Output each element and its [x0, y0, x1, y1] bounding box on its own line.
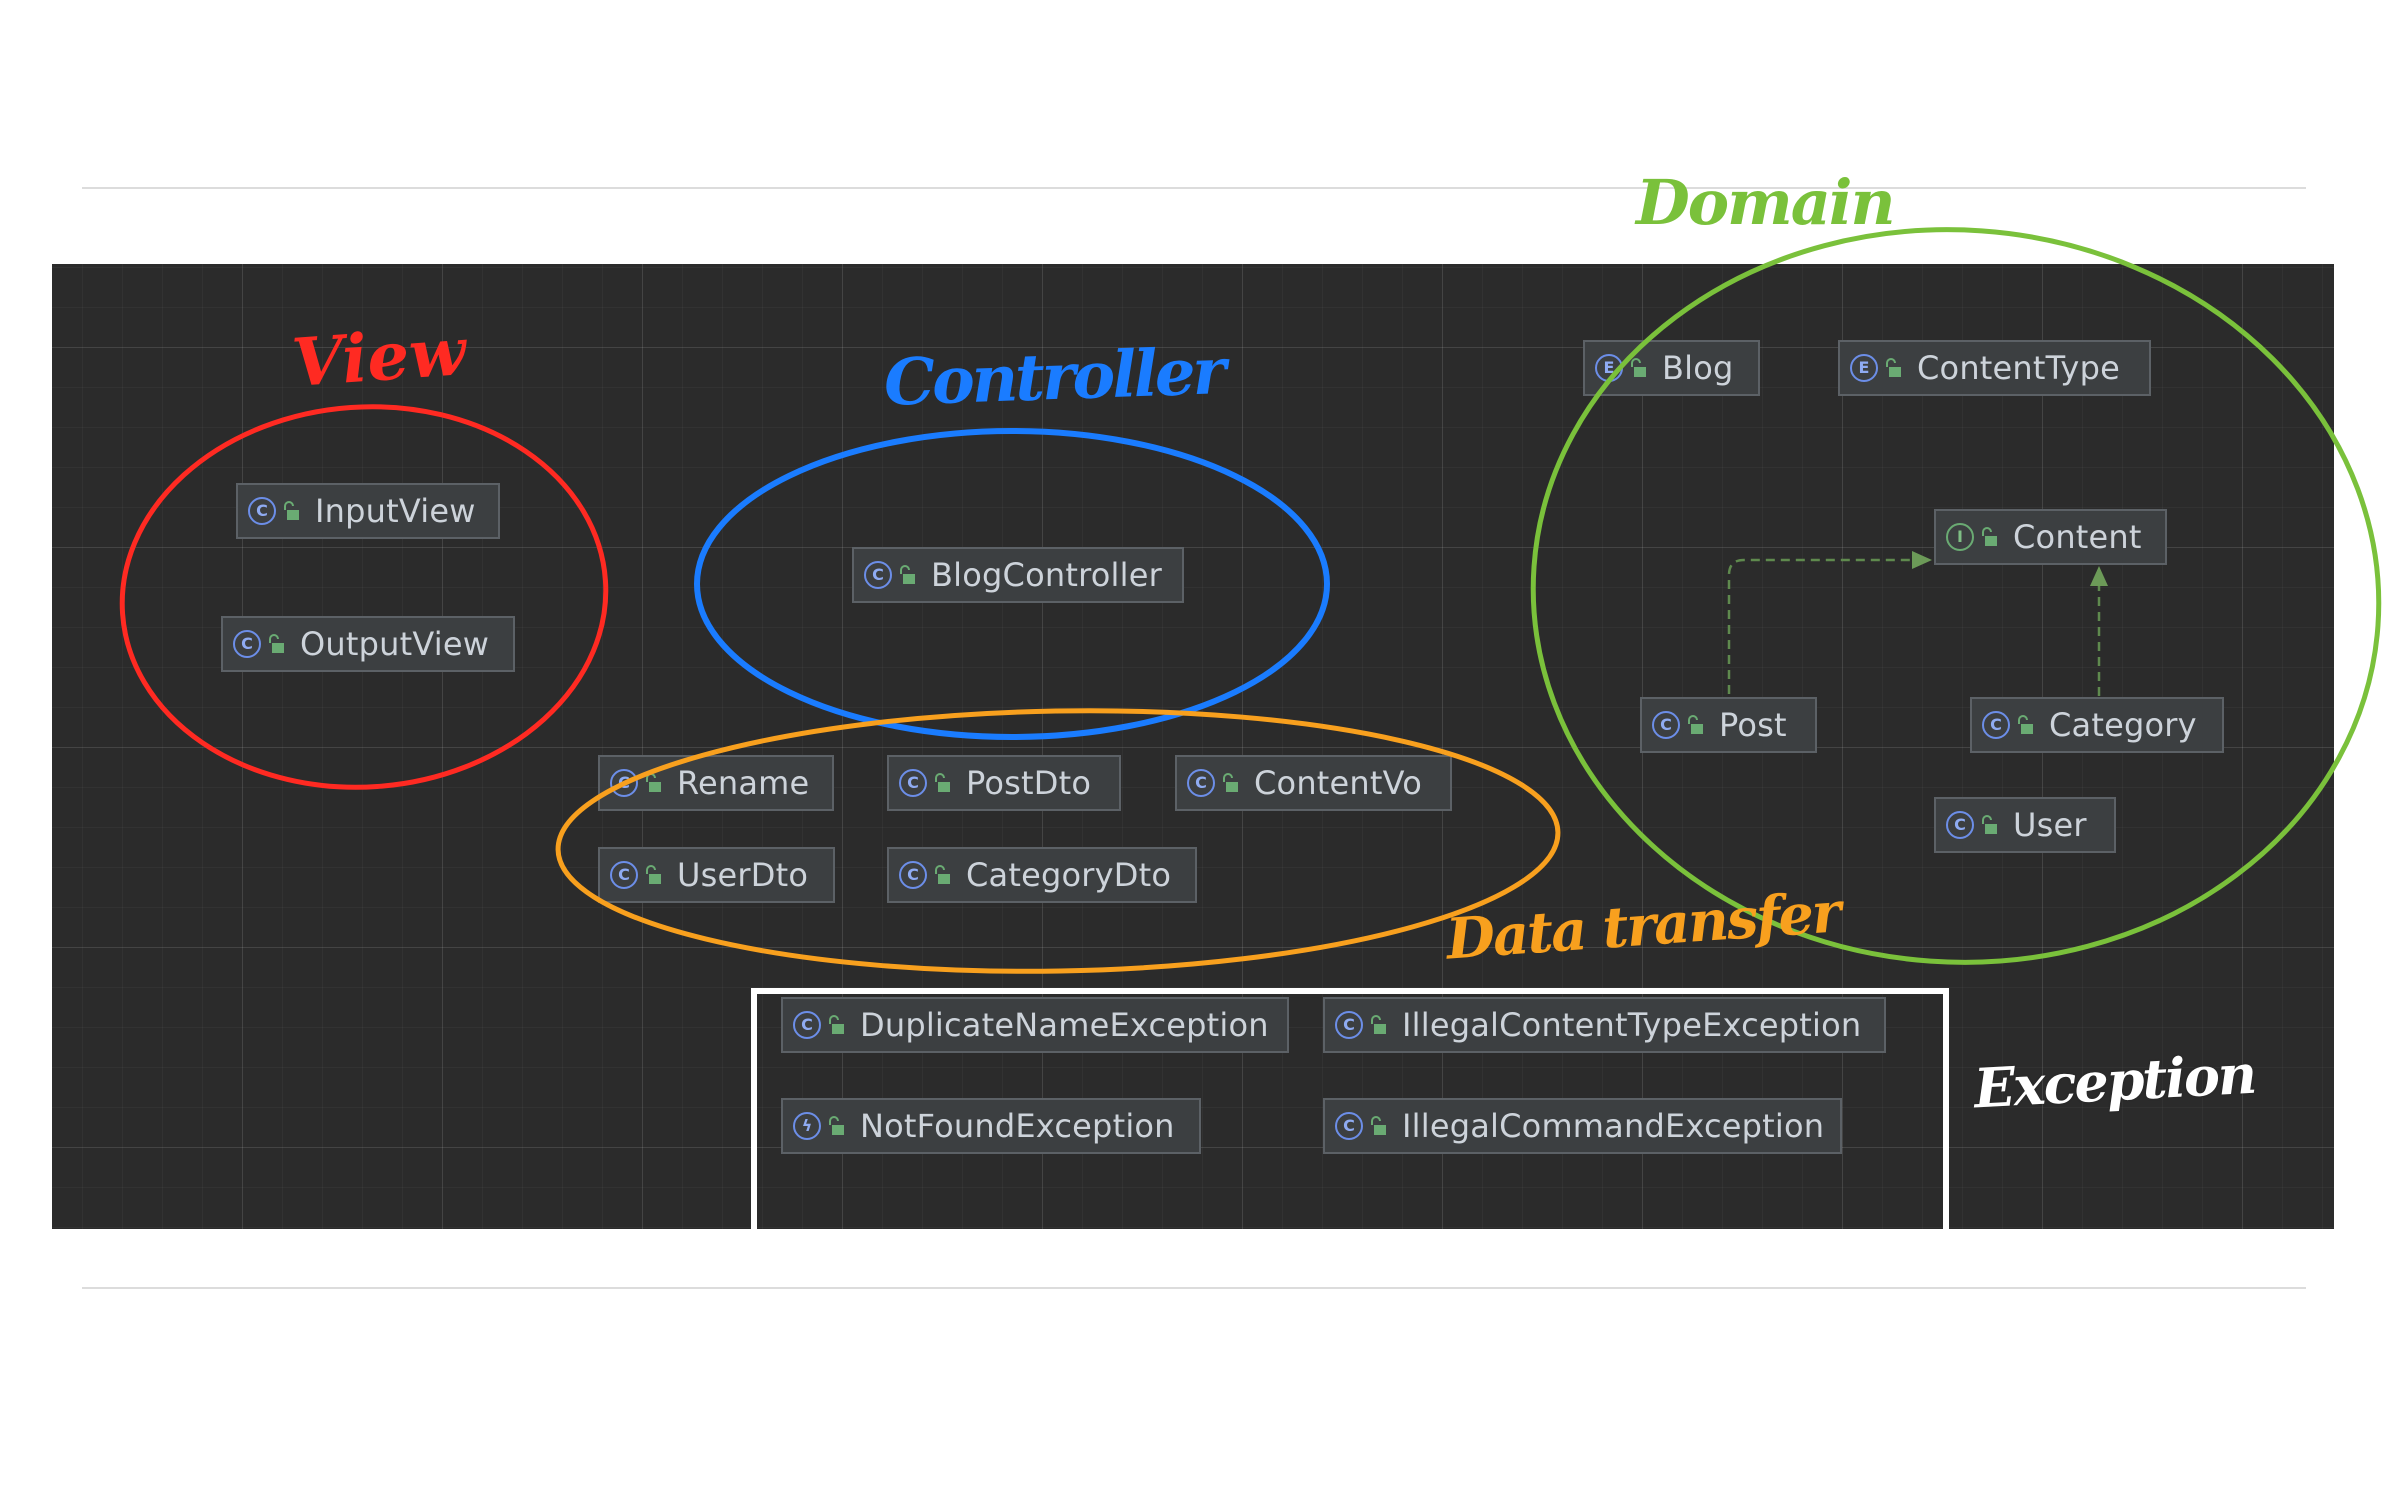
lock-icon — [829, 1116, 844, 1135]
class-icon: C — [899, 769, 927, 797]
node-not-found-exception[interactable]: ϟ NotFoundException — [781, 1098, 1201, 1154]
node-label: BlogController — [931, 556, 1162, 594]
node-blog-controller[interactable]: C BlogController — [852, 547, 1184, 603]
node-label: IllegalCommandException — [1402, 1107, 1825, 1145]
node-label: NotFoundException — [860, 1107, 1175, 1145]
node-duplicate-name-exception[interactable]: C DuplicateNameException — [781, 997, 1289, 1053]
node-label: Category — [2049, 706, 2197, 744]
class-icon: C — [1652, 711, 1680, 739]
node-category[interactable]: C Category — [1970, 697, 2224, 753]
class-icon: C — [1335, 1112, 1363, 1140]
node-label: InputView — [315, 492, 476, 530]
edge-category-arrowhead — [2090, 566, 2108, 586]
node-label: PostDto — [966, 764, 1092, 802]
node-blog[interactable]: E Blog — [1583, 340, 1760, 396]
lock-icon — [829, 1015, 844, 1034]
node-category-dto[interactable]: C CategoryDto — [887, 847, 1197, 903]
class-icon: C — [899, 861, 927, 889]
lock-icon — [1223, 773, 1238, 792]
lock-icon — [935, 773, 950, 792]
node-label: Content — [2013, 518, 2142, 556]
node-user[interactable]: C User — [1934, 797, 2116, 853]
exception-class-icon: ϟ — [793, 1112, 821, 1140]
node-label: Post — [1719, 706, 1787, 744]
node-label: IllegalContentTypeException — [1402, 1006, 1862, 1044]
node-label: DuplicateNameException — [860, 1006, 1269, 1044]
node-content-type[interactable]: E ContentType — [1838, 340, 2151, 396]
node-label: UserDto — [677, 856, 809, 894]
node-label: Rename — [677, 764, 810, 802]
lock-icon — [1688, 715, 1703, 734]
lock-icon — [935, 865, 950, 884]
node-output-view[interactable]: C OutputView — [221, 616, 515, 672]
node-label: OutputView — [300, 625, 490, 663]
lock-icon — [1982, 815, 1997, 834]
node-illegal-command-exception[interactable]: C IllegalCommandException — [1323, 1098, 1842, 1154]
node-content[interactable]: I Content — [1934, 509, 2167, 565]
class-icon: C — [1187, 769, 1215, 797]
class-icon: C — [793, 1011, 821, 1039]
class-icon: C — [610, 861, 638, 889]
class-icon: C — [1946, 811, 1974, 839]
lock-icon — [900, 565, 915, 584]
controller-group-title: Controller — [882, 334, 1225, 421]
bottom-divider — [82, 1287, 2306, 1289]
domain-group-title: Domain — [1636, 166, 1896, 239]
top-divider — [82, 187, 2306, 189]
node-label: ContentType — [1917, 349, 2120, 387]
lock-icon — [1631, 358, 1646, 377]
node-user-dto[interactable]: C UserDto — [598, 847, 835, 903]
edge-post-implements-content — [1727, 558, 1918, 694]
class-icon: C — [864, 561, 892, 589]
node-label: Blog — [1662, 349, 1734, 387]
node-content-vo[interactable]: C ContentVo — [1175, 755, 1452, 811]
lock-icon — [284, 501, 299, 520]
lock-icon — [2018, 715, 2033, 734]
class-icon: C — [248, 497, 276, 525]
class-icon: C — [1335, 1011, 1363, 1039]
node-post[interactable]: C Post — [1640, 697, 1817, 753]
node-input-view[interactable]: C InputView — [236, 483, 500, 539]
lock-icon — [1886, 358, 1901, 377]
enum-icon: E — [1595, 354, 1623, 382]
lock-icon — [646, 865, 661, 884]
class-icon: C — [1982, 711, 2010, 739]
node-rename[interactable]: C Rename — [598, 755, 834, 811]
node-post-dto[interactable]: C PostDto — [887, 755, 1121, 811]
view-group-title: View — [289, 312, 469, 402]
lock-icon — [269, 634, 284, 653]
lock-icon — [1982, 527, 1997, 546]
node-illegal-content-type-exception[interactable]: C IllegalContentTypeException — [1323, 997, 1886, 1053]
node-label: ContentVo — [1254, 764, 1423, 802]
interface-icon: I — [1946, 523, 1974, 551]
lock-icon — [646, 773, 661, 792]
class-icon: C — [233, 630, 261, 658]
lock-icon — [1371, 1015, 1386, 1034]
node-label: CategoryDto — [966, 856, 1172, 894]
lock-icon — [1371, 1116, 1386, 1135]
class-icon: C — [610, 769, 638, 797]
edge-post-arrowhead — [1912, 551, 1932, 569]
enum-icon: E — [1850, 354, 1878, 382]
node-label: User — [2013, 806, 2087, 844]
